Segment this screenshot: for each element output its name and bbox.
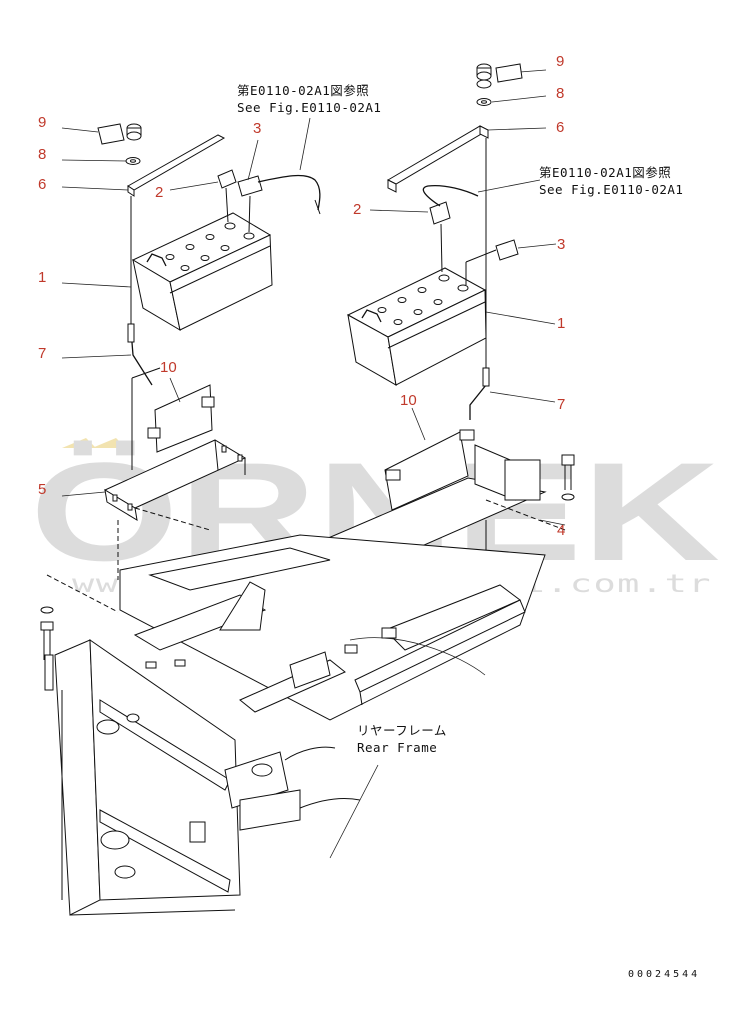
hold-down-bar bbox=[386, 125, 490, 193]
callout-10-right: 10 bbox=[400, 392, 417, 409]
watermark-accent bbox=[92, 438, 126, 448]
callout-9-right: 9 bbox=[556, 53, 564, 70]
hold-down-bar bbox=[127, 134, 226, 197]
nut-icon bbox=[476, 63, 492, 89]
reference-notes: 第E0110-02A1図参照 See Fig.E0110-02A1 第E0110… bbox=[237, 83, 683, 755]
terminal-clamp-2 bbox=[429, 201, 451, 273]
callout-3-left: 3 bbox=[253, 120, 261, 137]
callout-labels: 9 8 6 3 2 1 7 10 5 9 8 6 2 3 1 10 7 4 bbox=[38, 53, 565, 539]
callout-8-left: 8 bbox=[38, 146, 46, 163]
battery-caps bbox=[377, 287, 443, 325]
battery-cable-right bbox=[422, 184, 479, 207]
callout-8-right: 8 bbox=[556, 85, 564, 102]
leader-lines bbox=[61, 63, 566, 526]
frame-label-jp: リヤーフレーム bbox=[357, 723, 447, 738]
right-reference-en: See Fig.E0110-02A1 bbox=[539, 182, 683, 197]
battery-left bbox=[131, 212, 273, 332]
frame-hole bbox=[126, 713, 140, 723]
terminal-clamp-2 bbox=[217, 169, 237, 223]
callout-1-left: 1 bbox=[38, 269, 46, 286]
tray-plate-right bbox=[384, 429, 475, 511]
document-number: 00024544 bbox=[628, 969, 700, 980]
callout-10-left: 10 bbox=[160, 359, 177, 376]
terminal-clamp-3 bbox=[465, 239, 519, 285]
watermark-accent bbox=[62, 438, 96, 448]
callout-7-left: 7 bbox=[38, 345, 46, 362]
callout-7-right: 7 bbox=[557, 396, 565, 413]
frame-label-en: Rear Frame bbox=[357, 740, 437, 755]
left-reference-jp: 第E0110-02A1図参照 bbox=[237, 83, 369, 98]
right-reference-jp: 第E0110-02A1図参照 bbox=[539, 165, 671, 180]
frame-hole bbox=[114, 865, 136, 879]
battery-tray-right bbox=[310, 444, 566, 612]
battery-right bbox=[346, 267, 487, 386]
battery-handle bbox=[146, 253, 167, 267]
terminal-clamp-3 bbox=[237, 175, 263, 233]
callout-4-right: 4 bbox=[557, 522, 565, 539]
frame-hole bbox=[100, 830, 130, 850]
frame-hole bbox=[96, 719, 120, 735]
rear-frame bbox=[44, 534, 546, 916]
battery-cable-left bbox=[257, 174, 321, 211]
callout-2-left: 2 bbox=[155, 184, 163, 201]
j-bolt-rod bbox=[127, 196, 153, 386]
callout-6-left: 6 bbox=[38, 176, 46, 193]
callout-1-right: 1 bbox=[557, 315, 565, 332]
battery-caps bbox=[165, 234, 230, 271]
nut-icon bbox=[126, 123, 142, 141]
washer-icon bbox=[476, 98, 492, 106]
callout-5-left: 5 bbox=[38, 481, 46, 498]
washer-icon bbox=[125, 157, 141, 165]
callout-3-right: 3 bbox=[557, 236, 565, 253]
left-battery-assembly bbox=[40, 117, 321, 660]
callout-2-right: 2 bbox=[353, 201, 361, 218]
callout-6-right: 6 bbox=[556, 119, 564, 136]
tray-plate-left bbox=[131, 367, 215, 470]
bolt-icon bbox=[561, 454, 575, 501]
battery-tray-left bbox=[103, 439, 247, 580]
j-bolt-rod bbox=[469, 367, 490, 420]
left-reference-en: See Fig.E0110-02A1 bbox=[237, 100, 381, 115]
hinge-bracket bbox=[224, 746, 361, 831]
callout-9-left: 9 bbox=[38, 114, 46, 131]
battery-handle bbox=[361, 309, 382, 323]
